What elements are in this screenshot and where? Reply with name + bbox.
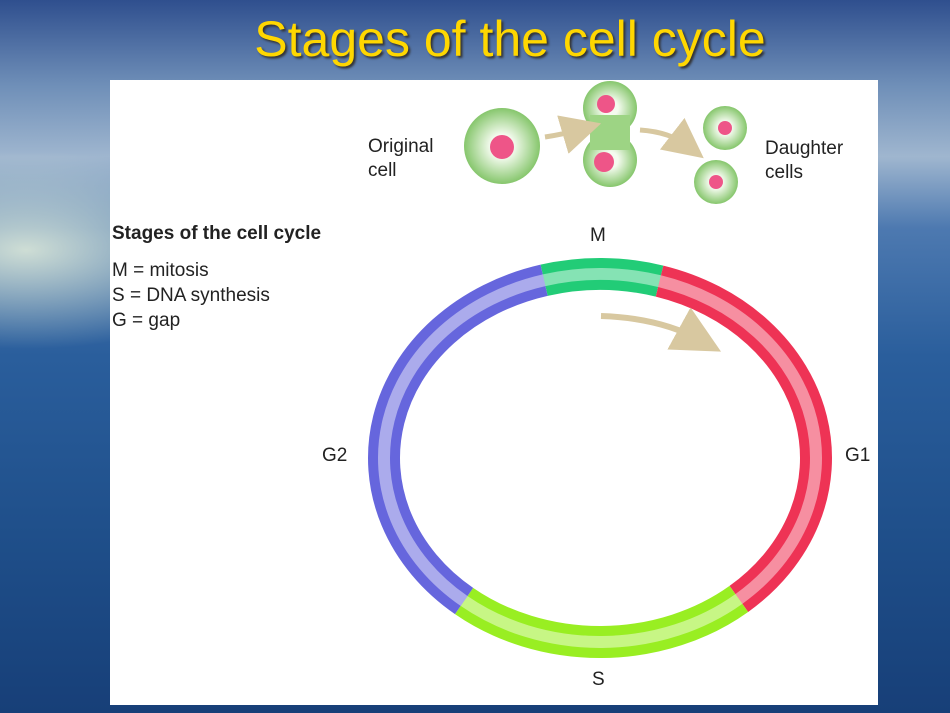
arrow-icon (639, 117, 704, 159)
ring-segment-s (454, 585, 749, 658)
daughter-cells (694, 106, 747, 204)
phase-label-g2: G2 (322, 445, 348, 466)
legend-item-synthesis: S = DNA synthesis (112, 285, 270, 306)
ring-segment-g1 (658, 275, 822, 604)
slide-title: Stages of the cell cycle (254, 11, 766, 67)
ring-segment-m (540, 258, 664, 297)
ring-segment-g2 (368, 264, 548, 615)
phase-label-g1: G1 (845, 445, 871, 466)
legend-title: Stages of the cell cycle (112, 223, 322, 244)
original-cell (464, 108, 540, 184)
ring-segment-s (460, 594, 743, 648)
cycle-direction-arrow-icon (600, 307, 722, 352)
ring-segment-g2 (378, 274, 546, 606)
phase-label-m: M (590, 225, 606, 246)
dividing-cell (583, 81, 637, 187)
phase-label-s: S (592, 669, 605, 690)
ring-segment-g1 (655, 265, 832, 612)
ring-segment-m (542, 268, 661, 287)
legend-item-gap: G = gap (112, 310, 181, 331)
arrow-icon (544, 115, 602, 154)
legend-item-mitosis: M = mitosis (112, 260, 209, 281)
